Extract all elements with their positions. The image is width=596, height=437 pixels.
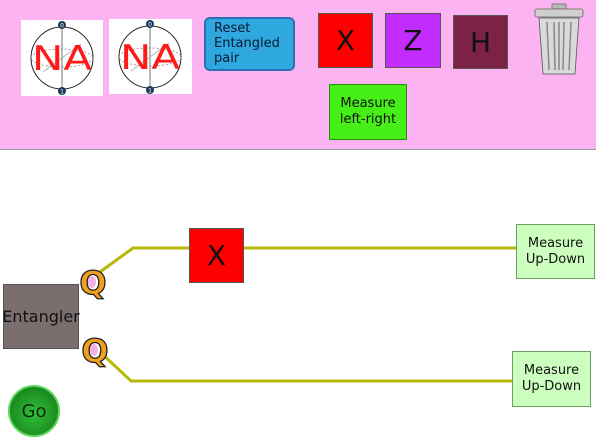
circuit-canvas: Entangler Q Q X Measure Up-Down Measure … [0, 150, 596, 437]
bloch-sphere-icon: 0 1 NA [30, 21, 94, 96]
bloch-top-label: 0 [60, 23, 64, 30]
gate-h-button[interactable]: H [453, 15, 508, 69]
qubit-q-icon-bottom[interactable]: Q [80, 331, 112, 370]
qubit-q-icon-top[interactable]: Q [78, 263, 110, 302]
bloch-sphere-1[interactable]: 0 1 NA [21, 20, 103, 96]
qubit-label: Q [81, 332, 108, 369]
measure-left-right-button[interactable]: Measure left-right [329, 84, 407, 140]
bloch-sphere-icon: 0 1 NA [118, 20, 182, 95]
entangler-block[interactable]: Entangler [2, 284, 80, 349]
go-button[interactable]: Go [8, 385, 60, 437]
bloch-state-label: NA [32, 39, 92, 79]
placed-gate-x[interactable]: X [189, 228, 244, 283]
gate-z-button[interactable]: Z [385, 13, 441, 68]
gate-x-button[interactable]: X [318, 13, 373, 68]
measure-up-down-bottom[interactable]: Measure Up-Down [512, 351, 591, 407]
bloch-state-label: NA [120, 38, 180, 78]
toolbar: 0 1 NA 0 1 NA Reset Entangled pair X Z H [0, 0, 596, 150]
trash-can-icon[interactable] [532, 2, 586, 76]
wire-bottom [98, 350, 514, 383]
bloch-bottom-label: 1 [60, 89, 64, 96]
measure-up-down-top[interactable]: Measure Up-Down [516, 224, 595, 279]
bloch-top-label: 0 [148, 22, 152, 29]
circuit-wires [98, 246, 518, 383]
reset-entangled-pair-button[interactable]: Reset Entangled pair [204, 17, 295, 71]
wire-top [99, 246, 518, 274]
bloch-bottom-label: 1 [148, 88, 152, 95]
bloch-sphere-2[interactable]: 0 1 NA [109, 19, 192, 95]
